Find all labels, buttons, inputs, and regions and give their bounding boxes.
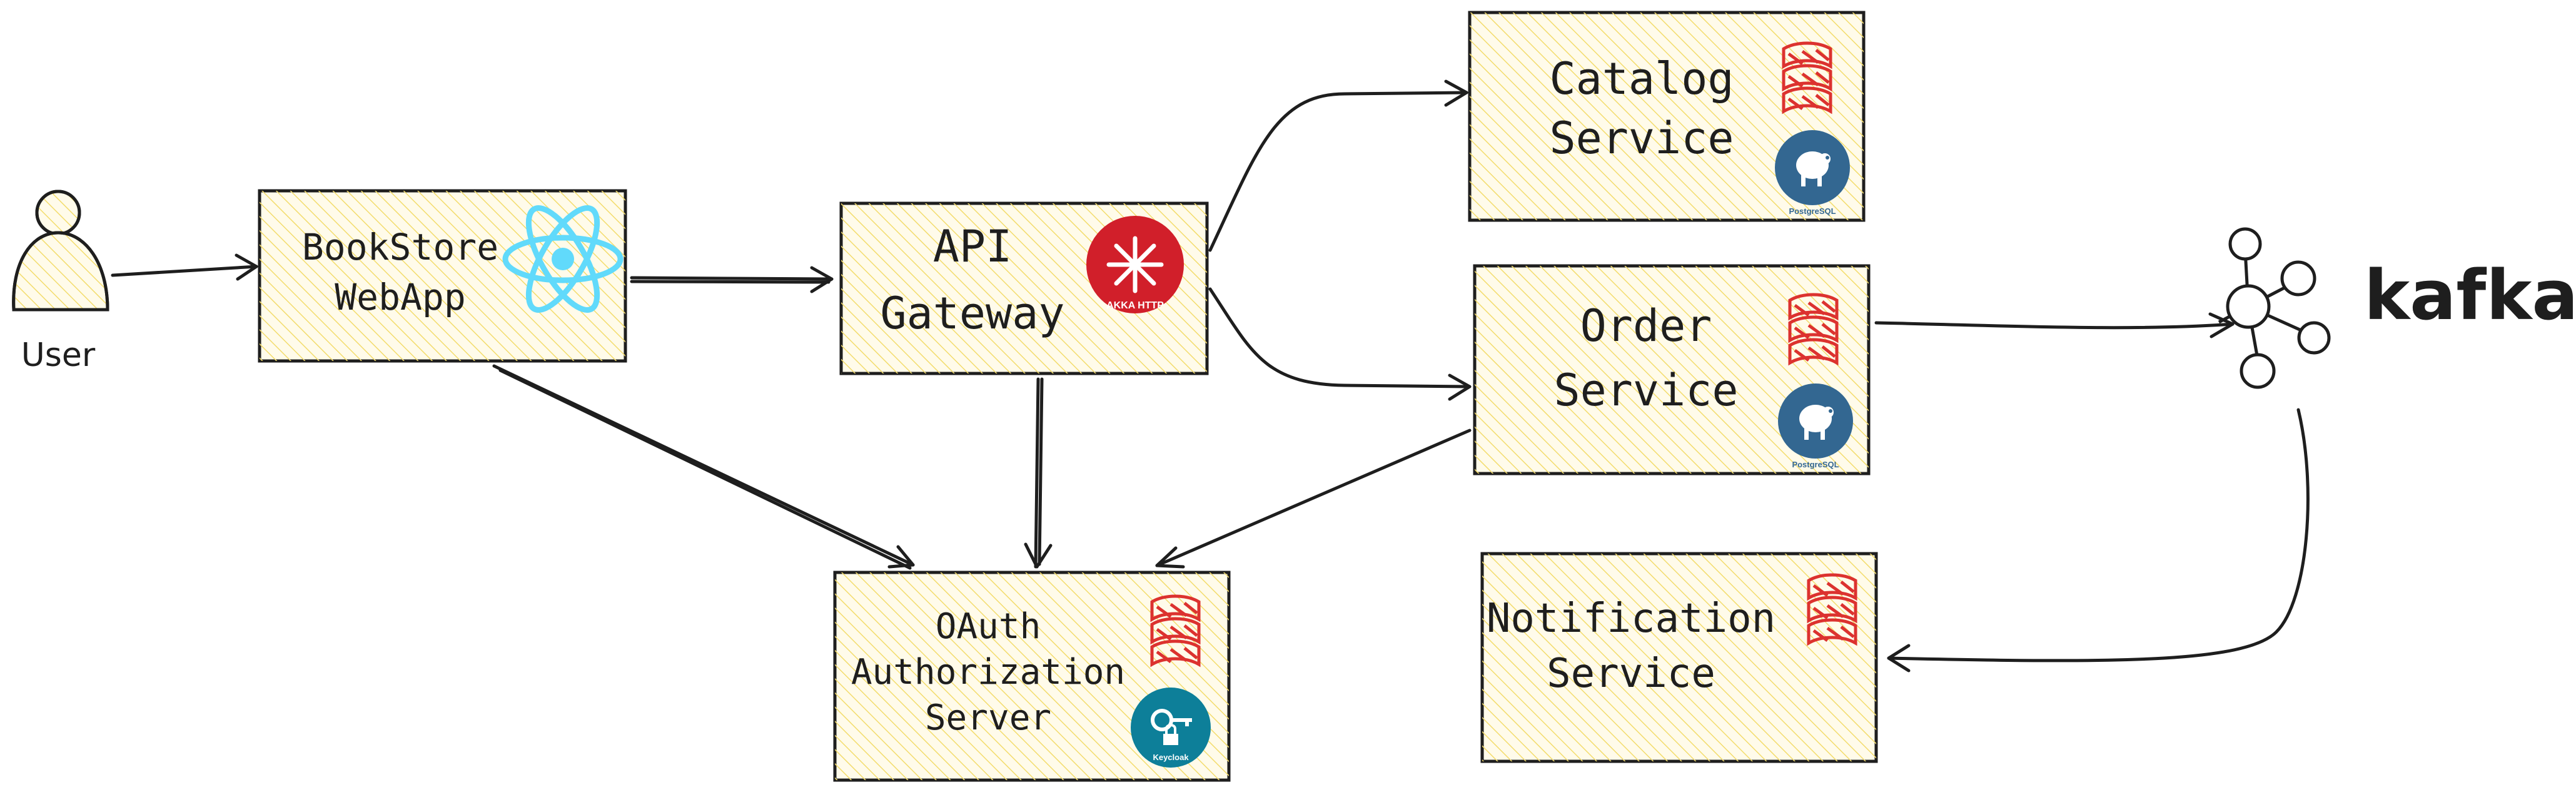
scala-icon: [1782, 41, 1832, 114]
webapp-title-line1: BookStore: [302, 226, 498, 268]
gateway-title-line2: Gateway: [880, 288, 1064, 339]
oauth-title-line3: Server: [925, 698, 1051, 738]
edge-webapp-oauth: [492, 364, 915, 570]
notification-title-line2: Service: [1547, 651, 1715, 697]
edge-gateway-oauth: [1024, 377, 1053, 569]
edge-user-webapp: [111, 253, 258, 281]
oauth-title-line2: Authorization: [851, 652, 1125, 693]
user-actor[interactable]: User: [12, 190, 109, 374]
kafka-label: kafka: [2364, 255, 2576, 335]
user-label: User: [21, 337, 96, 374]
react-icon: [502, 205, 624, 313]
catalog-title-line1: Catalog: [1549, 53, 1734, 104]
edge-gateway-catalog: [1208, 79, 1468, 252]
edge-gateway-order: [1208, 287, 1472, 401]
kafka-icon: [2218, 227, 2331, 389]
scala-icon: [1788, 293, 1839, 366]
gateway-node[interactable]: API Gateway AKKA HTTP: [839, 201, 1209, 375]
catalog-node[interactable]: Catalog Service PostgreSQL: [1468, 11, 1866, 222]
keycloak-badge: Keycloak: [1153, 753, 1189, 762]
postgresql-badge: PostgreSQL: [1789, 206, 1836, 216]
akka-http-icon: AKKA HTTP: [1086, 216, 1184, 313]
oauth-title-line1: OAuth: [936, 606, 1041, 647]
order-node[interactable]: Order Service PostgreSQL: [1473, 264, 1871, 475]
catalog-title-line2: Service: [1549, 113, 1734, 164]
postgresql-badge: PostgreSQL: [1792, 460, 1839, 469]
kafka-node[interactable]: kafka: [2218, 227, 2576, 389]
notification-node[interactable]: Notification Service: [1480, 552, 1878, 763]
edge-order-kafka: [1874, 312, 2235, 338]
edge-kafka-notification: [1887, 408, 2310, 673]
webapp-node[interactable]: BookStore WebApp: [258, 189, 627, 363]
order-title-line2: Service: [1553, 365, 1738, 416]
order-title-line1: Order: [1580, 300, 1712, 352]
edges: [111, 79, 2310, 673]
oauth-node[interactable]: OAuth Authorization Server Keycloak: [833, 571, 1231, 782]
scala-icon: [1150, 594, 1201, 668]
postgresql-icon: PostgreSQL: [1775, 130, 1850, 216]
scala-icon: [1807, 573, 1857, 646]
notification-title-line1: Notification: [1487, 596, 1775, 642]
edge-order-oauth: [1155, 429, 1472, 569]
akka-http-badge: AKKA HTTP: [1106, 300, 1164, 311]
gateway-title-line1: API: [933, 221, 1012, 272]
edge-webapp-gateway: [630, 266, 834, 293]
person-icon: [12, 190, 109, 312]
webapp-title-line2: WebApp: [335, 276, 466, 318]
keycloak-icon: Keycloak: [1131, 688, 1211, 768]
postgresql-icon: PostgreSQL: [1778, 383, 1853, 469]
